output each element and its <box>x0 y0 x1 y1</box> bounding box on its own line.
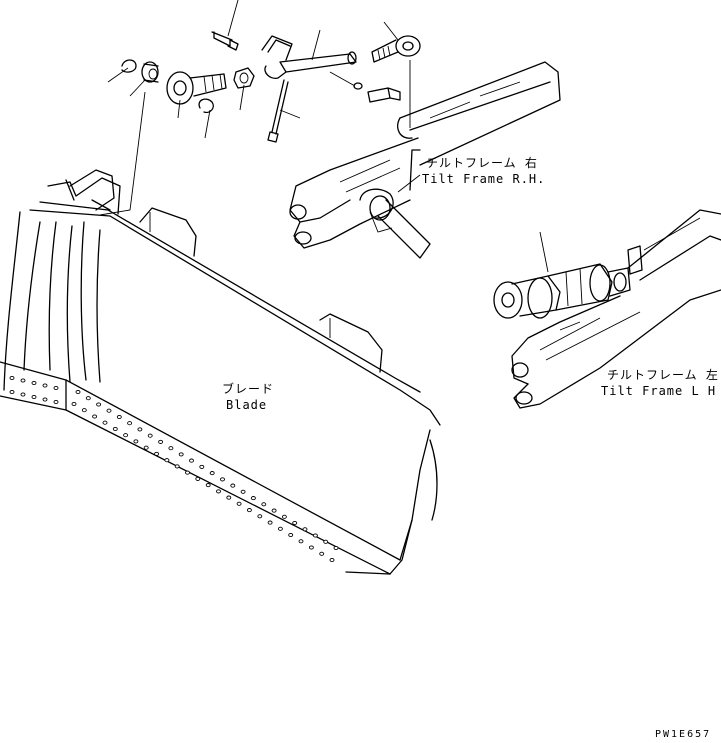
bolt-hole <box>116 414 122 420</box>
bolt-hole <box>281 514 287 519</box>
bolt-hole <box>333 545 339 551</box>
bolt-hole <box>53 399 59 405</box>
grease-line <box>267 79 289 143</box>
bolt-hole <box>189 458 194 463</box>
tilt-frame-rh-label-en: Tilt Frame R.H. <box>422 172 546 186</box>
cutting-edge-bolt-holes <box>9 375 339 563</box>
bolt-hole <box>147 433 153 438</box>
bolt-hole <box>168 446 174 451</box>
bolt-hole <box>319 551 325 556</box>
bolt-hole <box>209 471 215 476</box>
bolt-hole <box>288 532 294 538</box>
bolt-hole <box>133 439 139 444</box>
retaining-ring-1 <box>121 59 137 73</box>
eye-bolt <box>371 35 421 63</box>
leader-lines <box>99 0 701 273</box>
tilt-frame-lh-label-jp: チルトフレーム 左 <box>607 368 719 382</box>
rod-end <box>166 71 227 105</box>
tilt-frame-rh <box>289 61 561 259</box>
bolt-hole <box>154 451 160 456</box>
bolt-hole <box>220 477 225 482</box>
nut <box>233 67 255 89</box>
bolt-hole <box>323 539 329 544</box>
bolt-hole <box>31 394 37 400</box>
bolt-hole <box>240 489 246 494</box>
bolt-hole <box>102 420 108 425</box>
bolt-hole <box>236 501 242 506</box>
bolt-hole <box>302 527 308 532</box>
bolt-hole <box>106 408 112 413</box>
bolt-hole <box>205 483 211 488</box>
bolt-hole <box>158 439 164 444</box>
snap-ring <box>198 98 214 114</box>
bolt-hole <box>123 433 129 438</box>
bolt-hole <box>226 495 232 500</box>
bolt-hole <box>312 533 318 538</box>
bolt-hole <box>96 402 102 407</box>
bolt-hole <box>185 470 190 475</box>
bolt <box>367 87 401 103</box>
tilt-frame-lh <box>511 209 721 409</box>
bolt-hole <box>174 464 180 469</box>
bolt-hole <box>257 514 263 519</box>
bolt-hole <box>75 389 81 395</box>
bolt-hole <box>42 383 48 388</box>
blade <box>0 169 441 575</box>
washer-small <box>353 82 363 90</box>
bolt-hole <box>230 483 236 488</box>
grease-fitting <box>211 31 239 51</box>
bolt-hole <box>143 445 149 450</box>
bolt-hole <box>292 520 298 526</box>
bolt-hole <box>298 539 304 544</box>
bushing <box>141 61 159 83</box>
bolt-hole <box>31 380 37 386</box>
bolt-hole <box>137 427 143 432</box>
drawing-code: PW1E657 <box>655 729 712 740</box>
bolt-hole <box>85 396 91 401</box>
bolt-hole <box>216 489 221 494</box>
bolt-hole <box>127 421 133 426</box>
bolt-hole <box>195 476 201 481</box>
bolt-hole <box>267 520 273 525</box>
bolt-hole <box>329 557 335 563</box>
bolt-hole <box>246 508 252 513</box>
clamp-bracket <box>261 35 293 61</box>
bolt-hole <box>71 401 77 407</box>
bolt-hole <box>199 464 205 469</box>
bolt-hole <box>308 545 314 550</box>
pin <box>264 51 357 79</box>
bolt-hole <box>9 389 15 395</box>
bolt-hole <box>9 375 15 381</box>
bolt-hole <box>20 378 26 383</box>
bolt-hole <box>178 452 184 457</box>
bolt-hole <box>112 426 118 432</box>
tilt-frame-lh-label-en: Tilt Frame L H <box>601 384 717 398</box>
bolt-hole <box>92 414 98 419</box>
bolt-hole <box>277 526 283 531</box>
bolt-hole <box>81 408 87 413</box>
blade-label-en: Blade <box>226 398 268 412</box>
bolt-hole <box>261 502 267 507</box>
bolt-hole <box>164 458 170 463</box>
bolt-hole <box>20 392 26 397</box>
tilt-cylinder <box>493 245 643 319</box>
tilt-frame-rh-label-jp: チルトフレーム 右 <box>426 156 538 170</box>
bolt-hole <box>271 508 277 513</box>
bolt-hole <box>42 397 48 402</box>
blade-label-jp: ブレード <box>222 382 275 396</box>
bolt-hole <box>250 496 256 501</box>
bolt-hole <box>53 385 59 391</box>
